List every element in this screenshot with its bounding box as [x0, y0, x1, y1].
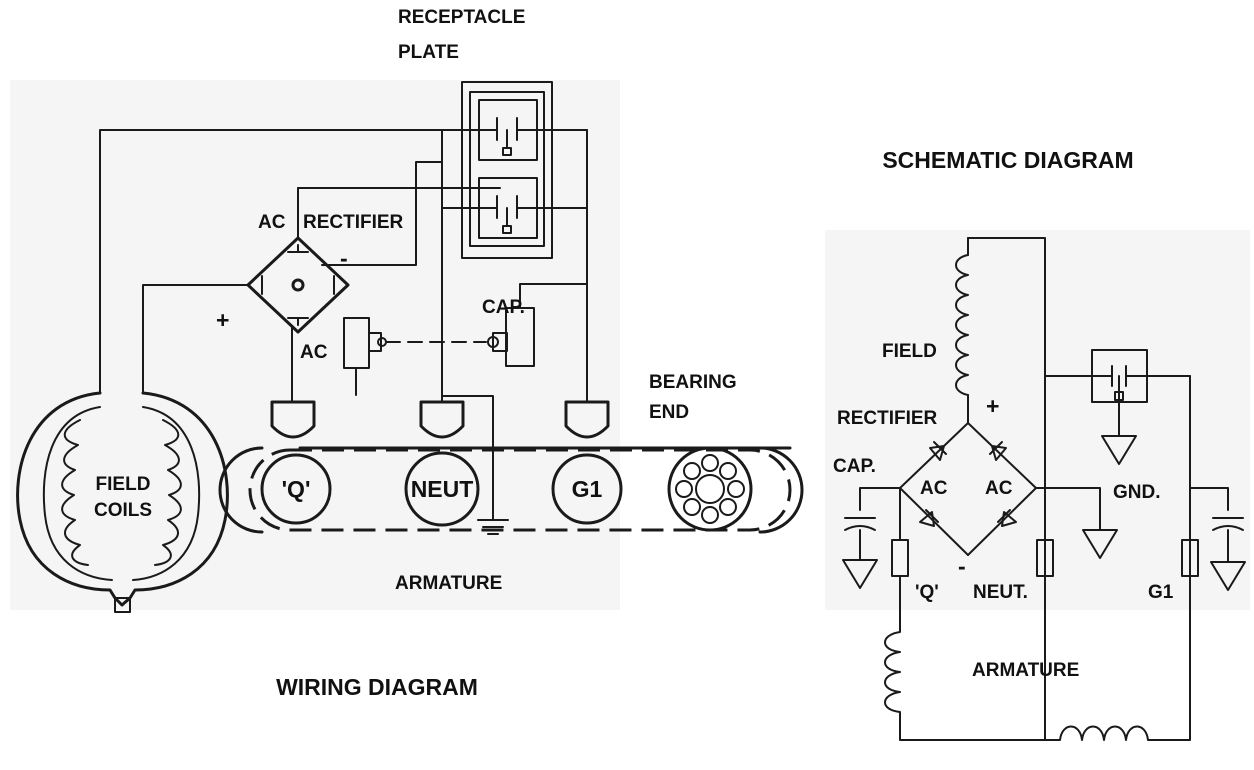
neutral-ground-wire: [441, 395, 494, 521]
schematic-rectifier-label: RECTIFIER: [837, 408, 938, 429]
armature-outline: [248, 448, 792, 532]
rectifier-minus-label: -: [340, 245, 348, 271]
schematic-ac-right-label: AC: [985, 478, 1013, 499]
schematic-neutral-label: NEUT.: [973, 582, 1028, 603]
schematic-plus-label: +: [986, 393, 999, 419]
schematic-receptacle: [1044, 349, 1191, 465]
receptacle-label-line1: RECEPTACLE: [398, 7, 525, 28]
schematic-diagram-title: SCHEMATIC DIAGRAM: [882, 147, 1133, 173]
schematic-ac-left-label: AC: [920, 478, 948, 499]
field-coils-label-line2: COILS: [94, 500, 152, 521]
schematic-cap-right-wire: [1189, 487, 1229, 511]
field-coils: [16, 391, 229, 613]
schematic-neutral-brush: [1036, 539, 1054, 577]
terminal-neutral-label: NEUT: [411, 476, 474, 502]
bearing-icon: [667, 446, 753, 532]
schematic-capacitor-right: [1210, 517, 1246, 591]
armature-label: ARMATURE: [395, 573, 502, 594]
wiring-diagram-title: WIRING DIAGRAM: [276, 674, 478, 700]
schematic-field-wire: [967, 237, 1046, 616]
schematic-gnd-label: GND.: [1113, 482, 1161, 503]
terminal-g1: [551, 453, 623, 525]
schematic-armature-coil-left: [884, 614, 1046, 741]
brush-g1: [564, 400, 610, 439]
schematic-capacitor-left: [842, 517, 878, 589]
filter-capacitor-left: [343, 317, 387, 396]
receptacle-label-line2: PLATE: [398, 42, 459, 63]
schematic-g1-label: G1: [1148, 582, 1174, 603]
bridge-rectifier: [246, 236, 350, 334]
schematic-g1-brush: [1181, 539, 1199, 577]
bearing-label-line1: BEARING: [649, 372, 737, 393]
schematic-cap-label: CAP.: [833, 456, 876, 477]
schematic-bridge-rectifier: [899, 422, 1037, 556]
schematic-q-label: 'Q': [915, 582, 939, 603]
schematic-gnd-wire: [1035, 487, 1101, 531]
brush-neutral: [419, 400, 465, 439]
rectifier-ac-top-label: AC: [258, 212, 286, 233]
terminal-neutral: [404, 451, 480, 527]
terminal-q-label: 'Q': [282, 476, 311, 502]
schematic-minus-label: -: [958, 553, 966, 579]
rectifier-positive-wire: [142, 284, 248, 394]
schematic-ground-icon: [1082, 529, 1118, 559]
schematic-cap-wire: [859, 487, 901, 511]
field-coil-feed-wire: [99, 129, 443, 394]
ground-symbol: [477, 519, 509, 535]
wiring-background: [10, 80, 620, 610]
schematic-field-label: FIELD: [882, 341, 937, 362]
schematic-field-coil: [955, 237, 969, 424]
rectifier-label: RECTIFIER: [303, 212, 404, 233]
rectifier-ac-bottom-label: AC: [300, 342, 328, 363]
schematic-armature-coil-bottom: [1044, 614, 1191, 741]
terminal-q: [260, 453, 332, 525]
field-coils-label-line1: FIELD: [96, 474, 151, 495]
rectifier-plus-label: +: [216, 307, 229, 333]
wiring-diagram: RECEPTACLE PLATE AC RECTIFIER - + AC: [10, 7, 804, 700]
armature-right-end: [758, 446, 804, 534]
schematic-diagram: + RECTIFIER FIELD AC AC - CAP.: [825, 147, 1250, 741]
receptacle-plate: [441, 81, 588, 259]
terminal-g1-label: G1: [572, 476, 603, 502]
armature-left-end: [218, 446, 264, 534]
filter-capacitor-right: [487, 283, 588, 367]
schematic-armature-label: ARMATURE: [972, 660, 1079, 681]
bearing-label-line2: END: [649, 402, 689, 423]
brush-q: [270, 400, 316, 439]
capacitor-label: CAP.: [482, 297, 525, 318]
rectifier-negative-wire: [321, 161, 443, 266]
